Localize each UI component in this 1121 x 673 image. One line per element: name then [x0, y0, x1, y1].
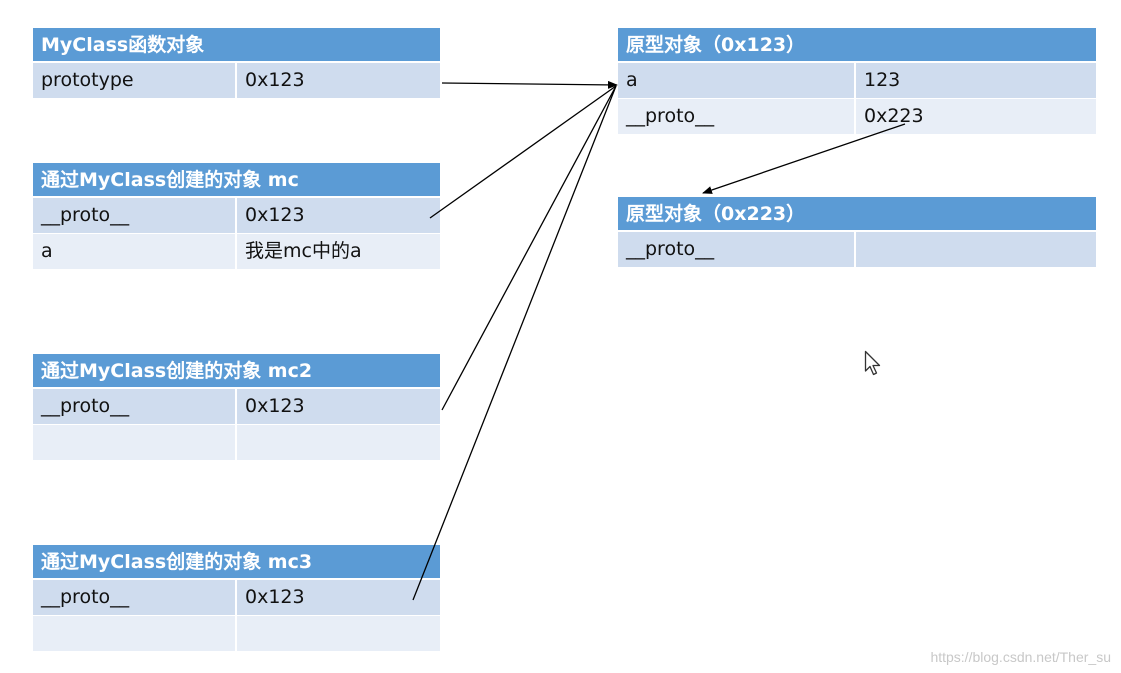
mc2-object-title: 通过MyClass创建的对象 mc2: [33, 354, 440, 389]
table-row: __proto__: [618, 232, 1096, 268]
table-row: [33, 616, 440, 652]
row-value: [237, 425, 440, 460]
row-value: 我是mc中的a: [237, 234, 440, 269]
table-row: prototype 0x123: [33, 63, 440, 99]
prototype-0x123-table: 原型对象（0x123） a 123 __proto__ 0x223: [618, 28, 1096, 135]
mc-object-table: 通过MyClass创建的对象 mc __proto__ 0x123 a 我是mc…: [33, 163, 440, 270]
row-key: [33, 425, 237, 460]
row-key: __proto__: [618, 99, 856, 134]
mc3-object-table: 通过MyClass创建的对象 mc3 __proto__ 0x123: [33, 545, 440, 652]
row-key: a: [618, 63, 856, 98]
row-value: 123: [856, 63, 1096, 98]
watermark: https://blog.csdn.net/Ther_su: [930, 649, 1111, 665]
row-key: __proto__: [33, 580, 237, 615]
arrow-mc3-to-0x123: [412, 85, 617, 601]
table-row: __proto__ 0x223: [618, 99, 1096, 135]
row-value: 0x123: [237, 63, 440, 98]
arrow-prototype-to-0x123: [441, 80, 618, 89]
row-value: 0x123: [237, 580, 440, 615]
prototype-0x223-table: 原型对象（0x223） __proto__: [618, 197, 1096, 268]
mc3-object-title: 通过MyClass创建的对象 mc3: [33, 545, 440, 580]
table-row: a 我是mc中的a: [33, 234, 440, 270]
arrow-0x123-proto-to-0x223: [702, 123, 906, 194]
row-value: [237, 616, 440, 651]
table-row: __proto__ 0x123: [33, 389, 440, 425]
myclass-function-table: MyClass函数对象 prototype 0x123: [33, 28, 440, 99]
mc-object-title: 通过MyClass创建的对象 mc: [33, 163, 440, 198]
row-value: 0x123: [237, 389, 440, 424]
row-key: __proto__: [33, 198, 237, 233]
row-key: prototype: [33, 63, 237, 98]
arrow-mc-to-0x123: [429, 85, 617, 219]
mc2-object-table: 通过MyClass创建的对象 mc2 __proto__ 0x123: [33, 354, 440, 461]
row-key: __proto__: [33, 389, 237, 424]
row-key: [33, 616, 237, 651]
row-value: [856, 232, 1096, 267]
table-row: __proto__ 0x123: [33, 198, 440, 234]
table-row: __proto__ 0x123: [33, 580, 440, 616]
prototype-0x223-title: 原型对象（0x223）: [618, 197, 1096, 232]
table-row: a 123: [618, 63, 1096, 99]
myclass-function-title: MyClass函数对象: [33, 28, 440, 63]
prototype-0x123-title: 原型对象（0x123）: [618, 28, 1096, 63]
mouse-pointer-icon: [864, 350, 881, 376]
row-key: a: [33, 234, 237, 269]
row-value: 0x223: [856, 99, 1096, 134]
arrow-mc2-to-0x123: [441, 85, 617, 411]
row-key: __proto__: [618, 232, 856, 267]
table-row: [33, 425, 440, 461]
row-value: 0x123: [237, 198, 440, 233]
